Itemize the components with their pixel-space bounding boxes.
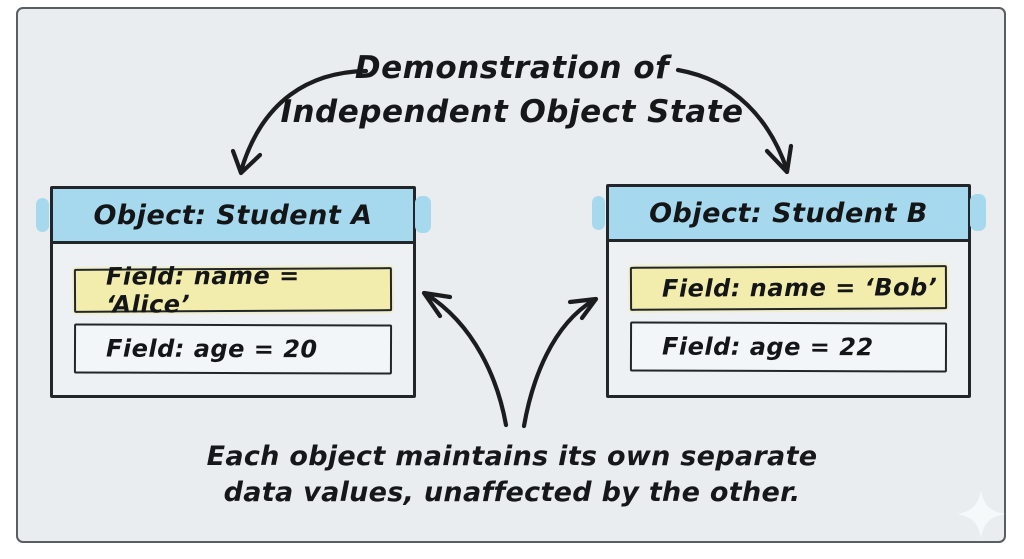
diagram-title: Demonstration of Independent Object Stat…: [0, 46, 1024, 134]
caption-line-1: Each object maintains its own separate: [206, 441, 818, 472]
object-b-field-name: Field: name = ‘Bob’: [629, 265, 948, 311]
object-b-field-age: Field: age = 22: [629, 321, 948, 373]
caption-line-2: data values, unaffected by the other.: [223, 477, 801, 508]
title-line-2: Independent Object State: [280, 94, 744, 130]
sparkle-icon: [957, 490, 1005, 538]
object-b-header: Object: Student B: [592, 187, 986, 242]
object-box-student-b: Object: Student B Field: name = ‘Bob’ Fi…: [592, 184, 986, 398]
diagram-caption: Each object maintains its own separate d…: [0, 439, 1024, 511]
object-a-field-name: Field: name = ‘Alice’: [73, 262, 393, 319]
object-a-body: Field: name = ‘Alice’ Field: age = 20: [53, 244, 413, 375]
title-line-1: Demonstration of: [354, 50, 670, 86]
object-a-field-age: Field: age = 20: [73, 323, 393, 375]
object-a-header: Object: Student A: [36, 189, 431, 244]
object-b-body: Field: name = ‘Bob’ Field: age = 22: [609, 242, 968, 373]
object-box-student-a: Object: Student A Field: name = ‘Alice’ …: [36, 186, 431, 398]
